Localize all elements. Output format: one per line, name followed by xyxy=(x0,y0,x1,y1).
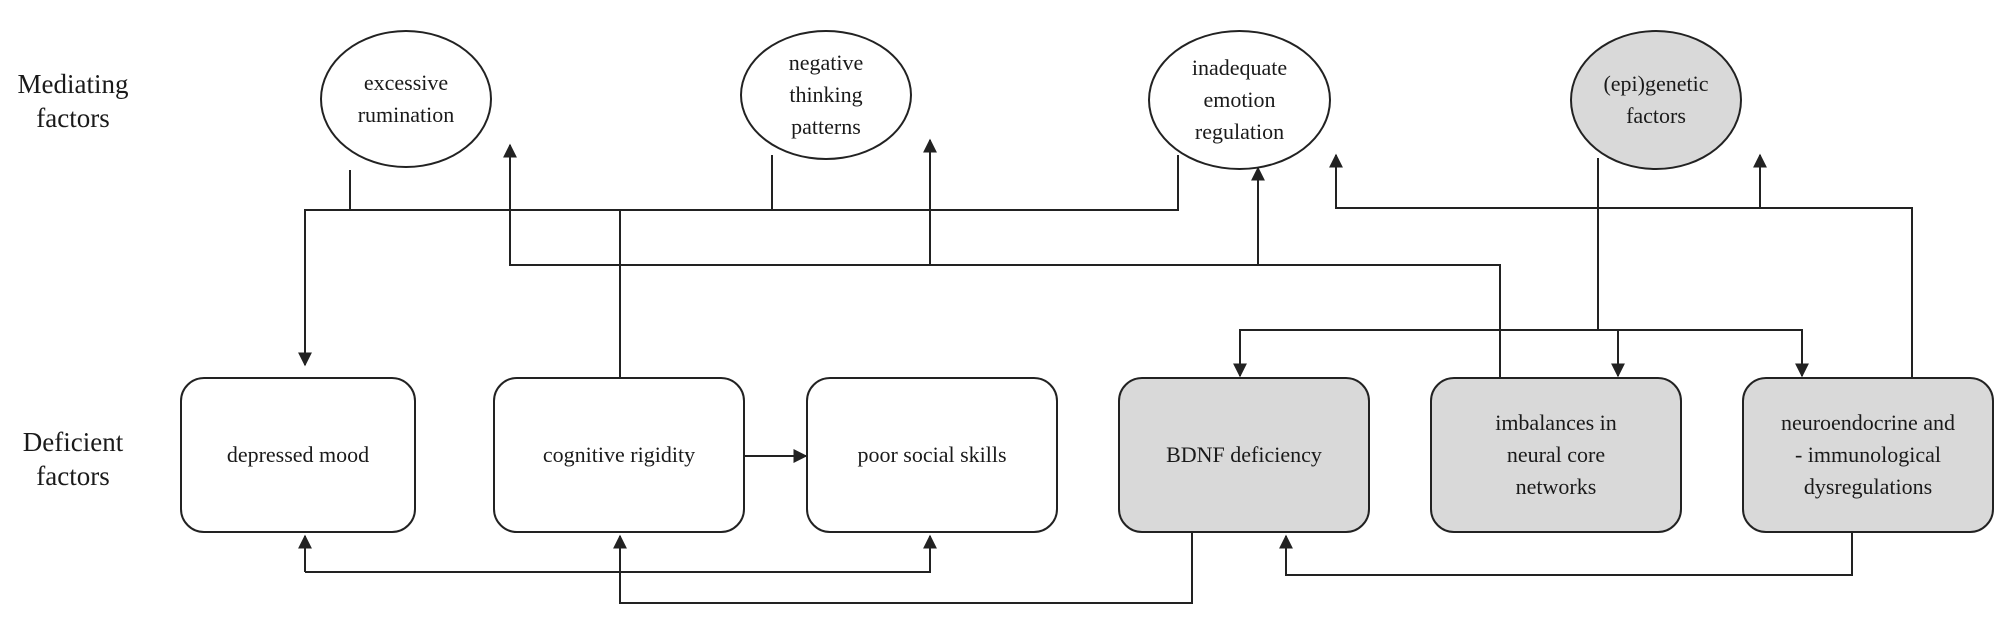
node-label: BDNF deficiency xyxy=(1166,442,1322,467)
row-label-mediating: Mediating factors xyxy=(17,69,129,133)
node-epigenetic-factors: (epi)genetic factors xyxy=(1570,30,1742,170)
node-emotion-regulation: inadequate emotion regulation xyxy=(1148,30,1331,170)
connector-rumination-to-mood xyxy=(298,170,351,367)
node-label: inadequate emotion regulation xyxy=(1191,55,1288,144)
node-bdnf-deficiency: BDNF deficiency xyxy=(1118,377,1370,533)
connector-networks-to-rumination xyxy=(503,143,1501,378)
node-poor-social-skills: poor social skills xyxy=(806,377,1058,533)
node-label: negative thinking patterns xyxy=(788,50,864,139)
node-negative-thinking: negative thinking patterns xyxy=(740,30,912,160)
node-label: (epi)genetic factors xyxy=(1603,71,1709,128)
node-label: neuroendocrine and - immunological dysre… xyxy=(1780,410,1956,499)
connector-bottom-social xyxy=(305,534,937,573)
connector-bdnf-to-rigidity xyxy=(613,533,1193,604)
node-excessive-rumination: excessive rumination xyxy=(320,30,492,168)
node-cognitive-rigidity: cognitive rigidity xyxy=(493,377,745,533)
node-label: imbalances in neural core networks xyxy=(1495,410,1617,499)
connector-epigenetic-to-neuroendocrine xyxy=(1598,329,1809,378)
connector-neuroendocrine-to-emotion xyxy=(1329,153,1913,378)
connector-epigenetic-to-deficient xyxy=(1233,158,1599,378)
node-neuroendocrine-dysregulations: neuroendocrine and - immunological dysre… xyxy=(1742,377,1994,533)
node-label: cognitive rigidity xyxy=(542,442,696,467)
connector-emotion-to-mood xyxy=(305,155,1179,211)
node-neural-core-networks: imbalances in neural core networks xyxy=(1430,377,1682,533)
node-label: excessive rumination xyxy=(357,70,455,127)
node-depressed-mood: depressed mood xyxy=(180,377,416,533)
node-label: poor social skills xyxy=(857,442,1007,467)
node-label: depressed mood xyxy=(226,442,370,467)
connector-neuroendocrine-to-bdnf xyxy=(1279,533,1853,576)
row-label-deficient: Deficient factors xyxy=(22,427,124,491)
